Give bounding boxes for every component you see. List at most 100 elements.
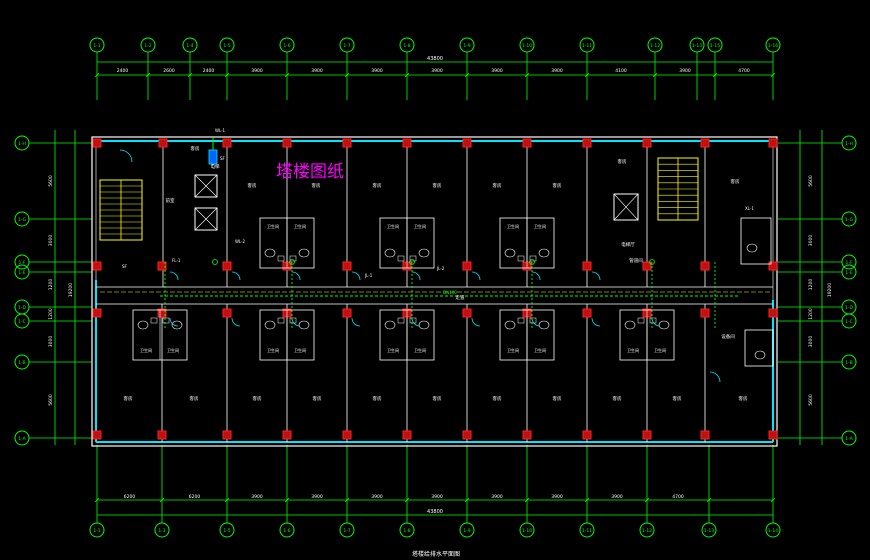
- axis-bubble-left-label: 1-G: [18, 217, 27, 223]
- column: [462, 261, 472, 271]
- axis-bubble-top-label: 1-8: [403, 43, 410, 49]
- dim-text-top: 3900: [251, 68, 263, 74]
- axis-bubble-bottom-label: 1-5: [223, 528, 230, 534]
- room-label-north: 客房: [618, 158, 627, 165]
- column: [768, 261, 778, 271]
- dim-text-right: 5600: [808, 175, 814, 187]
- door-swing: [709, 371, 721, 383]
- dim-text-left: 1200: [48, 279, 54, 291]
- dim-text-top: 3900: [311, 68, 323, 74]
- drawing-title: 塔楼图纸: [276, 162, 344, 182]
- column: [342, 430, 352, 440]
- toilet-icon: [538, 248, 550, 258]
- axis-bubble-top-label: 1-6: [283, 43, 290, 49]
- sink-icon: [162, 317, 170, 324]
- dim-text-right: 1200: [808, 279, 814, 291]
- column: [282, 138, 292, 148]
- column: [462, 308, 472, 318]
- dim-tick-top: [404, 72, 410, 78]
- bathroom-label: 卫生间: [387, 223, 399, 229]
- room-label-north: 客房: [553, 182, 562, 189]
- axis-bubble-bottom-label: 1-8: [403, 528, 410, 534]
- dim-text-bottom: 3900: [431, 494, 443, 500]
- bathroom-label: 卫生间: [267, 347, 279, 353]
- column: [582, 308, 592, 318]
- toilet-icon: [264, 320, 276, 330]
- dim-tick-bottom: [770, 497, 776, 503]
- elevator-1-x: [194, 174, 218, 198]
- bathroom-label: 卫生间: [654, 347, 666, 353]
- toilet-icon: [384, 320, 396, 330]
- toilet-icon: [746, 243, 758, 253]
- dim-text-top: 2400: [117, 68, 129, 74]
- toilet-icon: [504, 320, 516, 330]
- room-label-corridor: 走道: [456, 294, 465, 301]
- dim-text-bottom: 3900: [551, 494, 563, 500]
- axis-bubble-left-label: 1-H: [18, 141, 26, 147]
- sink-icon: [517, 317, 525, 324]
- bathroom-label: 卫生间: [294, 223, 306, 229]
- column: [700, 261, 710, 271]
- door-swing: [471, 317, 481, 327]
- door-swing: [169, 317, 179, 327]
- toilet-icon: [384, 248, 396, 258]
- dim-text-left: 5600: [48, 175, 54, 187]
- room-label-south: 客房: [673, 395, 682, 402]
- sink-icon: [150, 317, 158, 324]
- column: [222, 430, 232, 440]
- dim-text-top: 2600: [163, 68, 175, 74]
- axis-bubble-right-label: 1-B: [845, 360, 852, 366]
- axis-bubble-left-label: 1-A: [18, 436, 26, 442]
- room-label-south: 客房: [553, 395, 562, 402]
- column: [642, 261, 652, 271]
- axis-bubble-bottom-label: 1-6: [283, 528, 290, 534]
- axis-bubble-right-label: 1-D: [845, 305, 853, 311]
- riser-marker: [289, 259, 295, 265]
- dim-tick-top: [652, 72, 658, 78]
- room-label-elevator: 电梯: [211, 163, 220, 170]
- sink-icon: [289, 317, 297, 324]
- dim-text-top-total: 43800: [427, 56, 443, 62]
- sink-icon: [529, 255, 537, 262]
- axis-bubble-right-label: 1-H: [845, 141, 853, 147]
- elevator-3: [613, 193, 639, 221]
- room-label-south: 客房: [613, 395, 622, 402]
- column: [157, 308, 167, 318]
- room-label-north: 客房: [248, 182, 257, 189]
- axis-bubble-bottom-label: 1-13: [704, 528, 714, 534]
- bathroom-label: 卫生间: [387, 347, 399, 353]
- door-swing: [471, 271, 481, 281]
- column: [462, 138, 472, 148]
- door-swing: [169, 271, 179, 281]
- room-label-stair-hall: 前室: [166, 197, 175, 204]
- dim-text-bottom: 6200: [189, 494, 201, 500]
- dim-text-top: 2400: [203, 68, 215, 74]
- sink-icon: [517, 255, 525, 262]
- riser-label: FL-1: [172, 258, 181, 263]
- toilet-icon: [418, 320, 430, 330]
- axis-bubble-top-label: 1-13: [692, 43, 702, 49]
- axis-bubble-left-label: 1-C: [18, 319, 26, 325]
- bathroom-label: 卫生间: [627, 347, 639, 353]
- axis-bubble-top-label: 1-11: [582, 43, 592, 49]
- dim-text-top: 4700: [738, 68, 750, 74]
- bathroom-label: 卫生间: [140, 347, 152, 353]
- bathroom-label: 卫生间: [414, 347, 426, 353]
- column: [282, 430, 292, 440]
- axis-bubble-bottom-label: 1-7: [343, 528, 350, 534]
- dim-text-bottom: 3900: [611, 494, 623, 500]
- column: [522, 138, 532, 148]
- stair-label: SF: [122, 264, 128, 269]
- axis-bubble-right-label: 1-G: [845, 217, 854, 223]
- dim-text-bottom: 3900: [251, 494, 263, 500]
- toilet-icon: [624, 320, 636, 330]
- door-swing: [351, 271, 361, 281]
- axis-bubble-top-label: 1-4: [186, 43, 193, 49]
- dim-text-right: 1200: [808, 308, 814, 320]
- dim-tick-bottom: [644, 497, 650, 503]
- dim-tick-bottom: [94, 497, 100, 503]
- door-swing: [231, 271, 241, 281]
- dim-text-right-total: 19200: [827, 283, 833, 297]
- room-label-south: 客房: [190, 395, 199, 402]
- axis-bubble-bottom-label: 1-9: [463, 528, 470, 534]
